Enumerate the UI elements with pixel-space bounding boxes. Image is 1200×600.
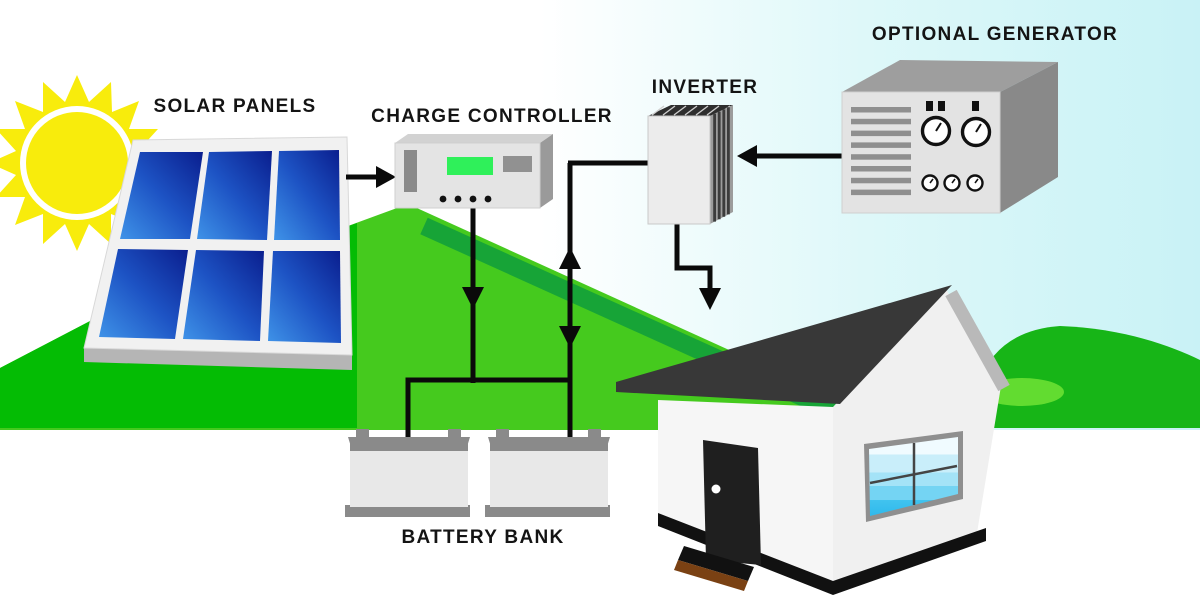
- battery-terminal: [588, 429, 601, 438]
- generator-side: [1000, 62, 1058, 213]
- generator-top: [842, 60, 1058, 92]
- controller-top: [395, 134, 553, 143]
- generator-gauges: [920, 115, 992, 192]
- battery: [485, 429, 610, 517]
- arrowhead-down: [462, 287, 484, 309]
- generator-vents: [851, 107, 911, 196]
- label-optional-generator: OPTIONAL GENERATOR: [871, 24, 1119, 45]
- label-charge-controller: CHARGE CONTROLLER: [371, 106, 613, 127]
- solar-panel: [83, 136, 353, 370]
- solar-cell: [183, 250, 264, 341]
- house-base-right: [833, 528, 986, 595]
- battery-terminal: [356, 429, 369, 438]
- controller-port: [503, 156, 532, 172]
- wire-inverter-to-house: [674, 223, 713, 292]
- door-step-front: [674, 560, 748, 591]
- solar-cell: [120, 152, 203, 239]
- generator: [841, 60, 1058, 214]
- controller-side: [540, 134, 553, 208]
- label-inverter: INVERTER: [651, 77, 759, 98]
- label-solar-panels: SOLAR PANELS: [153, 96, 317, 117]
- solar-cell: [99, 249, 188, 339]
- arrowhead-up: [559, 247, 581, 269]
- house: [616, 285, 1010, 595]
- controller-vent: [404, 150, 417, 192]
- inverter-front: [647, 115, 711, 225]
- battery-bank: [345, 429, 610, 517]
- arrowhead-down: [699, 288, 721, 310]
- solar-cell: [274, 150, 340, 240]
- inverter: [647, 105, 733, 225]
- solar-panel-cells: [99, 150, 341, 343]
- arrowhead-left: [737, 145, 757, 167]
- inverter-fin-lines: [713, 107, 730, 222]
- charge-controller: [394, 134, 553, 209]
- arrowhead-right: [376, 166, 396, 188]
- house-window: [864, 431, 963, 522]
- battery-terminal: [448, 429, 461, 438]
- controller-display: [447, 157, 493, 175]
- house-gable-trim: [945, 289, 1010, 392]
- battery-terminal: [496, 429, 509, 438]
- house-roof: [616, 285, 952, 404]
- generator-switches: [926, 101, 979, 111]
- wire-battery-bus: [405, 377, 570, 440]
- door-knob: [711, 484, 721, 494]
- house-door: [703, 440, 761, 565]
- arrowhead-down: [559, 326, 581, 348]
- solar-cell: [268, 251, 341, 343]
- controller-buttons: [439, 195, 492, 203]
- arrowheads: [376, 145, 757, 348]
- sun-disc: [26, 112, 128, 214]
- battery: [345, 429, 470, 517]
- controller-front: [394, 142, 541, 209]
- door-step-top: [678, 546, 754, 581]
- label-battery-bank: BATTERY BANK: [401, 527, 565, 548]
- solar-cell: [197, 151, 272, 240]
